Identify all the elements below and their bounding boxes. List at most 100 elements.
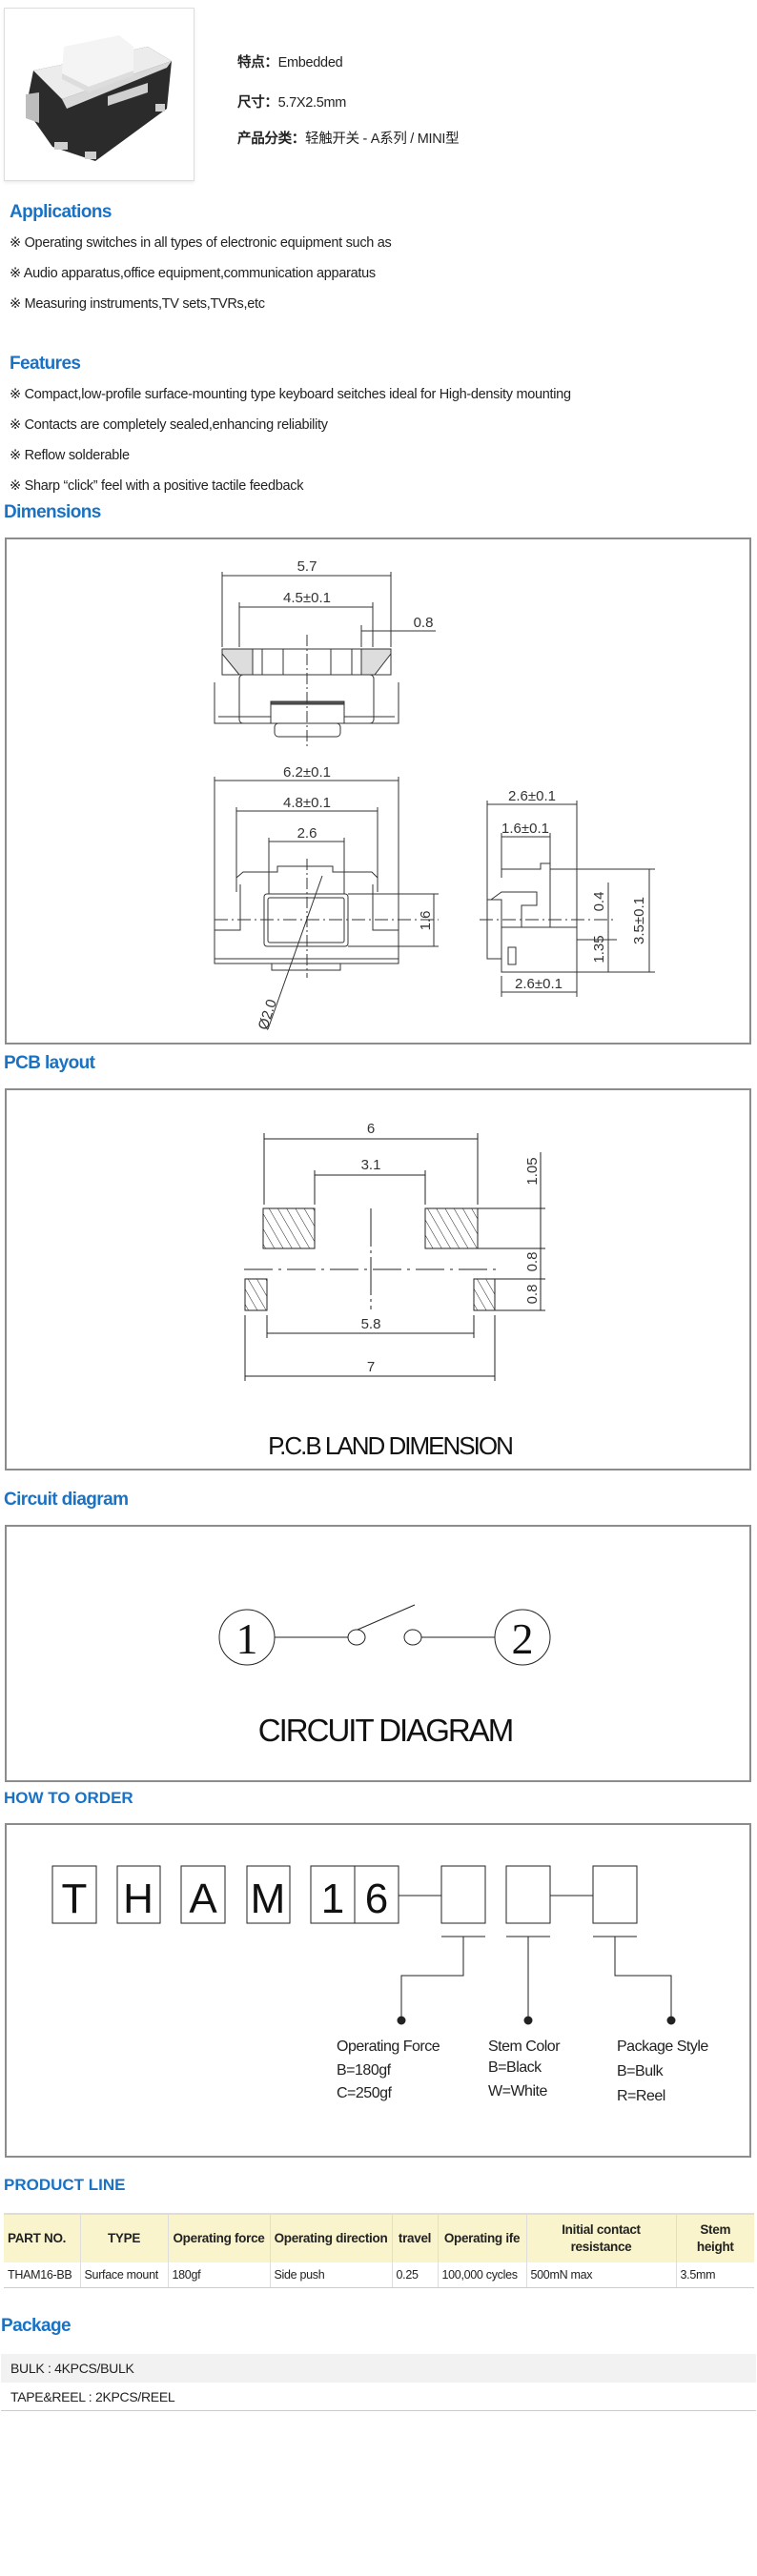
option-value: W=White bbox=[488, 2083, 547, 2099]
package-row-reel: TAPE&REEL : 2KPCS/REEL bbox=[1, 2383, 756, 2411]
pin-1-label: 1 bbox=[236, 1614, 258, 1663]
spec-size: 尺寸：5.7X2.5mm bbox=[237, 91, 346, 112]
pad bbox=[473, 1278, 496, 1311]
option-value: R=Reel bbox=[617, 2088, 665, 2104]
dim-label: 5.7 bbox=[297, 558, 317, 575]
col-header: Operating ife bbox=[437, 2213, 526, 2262]
list-item: ※ Reflow solderable bbox=[10, 448, 130, 463]
spec-value: 轻触开关 - A系列 / MINI型 bbox=[305, 132, 460, 147]
part-char: 1 bbox=[321, 1876, 344, 1922]
pcb-heading: PCB layout bbox=[4, 1053, 95, 1073]
dim-label: 2.6±0.1 bbox=[515, 976, 563, 992]
cell: 0.25 bbox=[391, 2262, 438, 2288]
dim-label: 1.6±0.1 bbox=[501, 821, 549, 837]
col-header: Initial contact resistance bbox=[525, 2213, 676, 2262]
option-title: Operating Force bbox=[337, 2038, 440, 2055]
list-item: ※ Sharp “click” feel with a positive tac… bbox=[10, 478, 304, 494]
package-heading: Package bbox=[1, 2316, 72, 2336]
dim-label: 3.5±0.1 bbox=[631, 897, 647, 944]
dim-label: 1.05 bbox=[524, 1157, 541, 1185]
pad bbox=[424, 1207, 479, 1249]
product-line-heading: PRODUCT LINE bbox=[4, 2176, 126, 2194]
cell: 500mN max bbox=[525, 2262, 676, 2288]
dim-label: 0.8 bbox=[524, 1285, 541, 1305]
pcb-caption: P.C.B LAND DIMENSION bbox=[268, 1431, 512, 1460]
dim-label: 2.6±0.1 bbox=[508, 788, 556, 804]
option-value: C=250gf bbox=[337, 2085, 392, 2101]
part-char: H bbox=[123, 1876, 153, 1922]
package-row-bulk: BULK : 4KPCS/BULK bbox=[1, 2354, 756, 2383]
spec-value: 5.7X2.5mm bbox=[277, 95, 347, 111]
part-char: M bbox=[251, 1876, 286, 1922]
list-item: ※ Compact,low-profile surface-mounting t… bbox=[10, 387, 571, 402]
option-value: B=Bulk bbox=[617, 2063, 665, 2079]
dimensions-drawing: 5.7 4.5±0.1 0.8 6.2±0.1 4.8±0.1 2.6 1.6 bbox=[5, 538, 751, 1045]
col-header: travel bbox=[391, 2213, 438, 2262]
dim-label: 6 bbox=[367, 1121, 375, 1137]
features-heading: Features bbox=[10, 354, 81, 374]
col-header: PART NO. bbox=[4, 2213, 80, 2262]
list-item: ※ Operating switches in all types of ele… bbox=[10, 235, 392, 251]
spec-label: 尺寸： bbox=[237, 95, 278, 111]
option-title: Package Style bbox=[617, 2038, 708, 2055]
spec-value: Embedded bbox=[277, 55, 343, 71]
part-char: T bbox=[62, 1876, 88, 1922]
spec-label: 特点： bbox=[237, 55, 278, 71]
tact-switch-photo bbox=[26, 35, 172, 161]
dim-label: 0.8 bbox=[524, 1252, 541, 1272]
dim-label: 1.6 bbox=[418, 911, 434, 931]
cell: THAM16-BB bbox=[4, 2262, 80, 2288]
circuit-heading: Circuit diagram bbox=[4, 1490, 129, 1510]
circuit-caption: CIRCUIT DIAGRAM bbox=[258, 1713, 512, 1748]
table-header-row: PART NO. TYPE Operating force Operating … bbox=[4, 2213, 754, 2262]
dim-label: 1.35 bbox=[591, 935, 607, 963]
table-row: THAM16-BB Surface mount 180gf Side push … bbox=[4, 2262, 754, 2288]
col-header: Operating direction bbox=[269, 2213, 392, 2262]
cell: 180gf bbox=[167, 2262, 270, 2288]
dim-label: 6.2±0.1 bbox=[283, 764, 331, 781]
list-item: ※ Contacts are completely sealed,enhanci… bbox=[10, 417, 328, 433]
pad bbox=[262, 1207, 316, 1249]
product-line-table: PART NO. TYPE Operating force Operating … bbox=[4, 2213, 754, 2288]
option-box-color bbox=[505, 1865, 551, 1924]
dim-label: 0.8 bbox=[414, 615, 434, 631]
list-item: ※ Measuring instruments,TV sets,TVRs,etc bbox=[10, 296, 265, 312]
dim-label: 3.1 bbox=[361, 1157, 381, 1173]
side-view bbox=[480, 801, 655, 997]
order-heading: HOW TO ORDER bbox=[4, 1789, 133, 1807]
dim-label: Ø2.0 bbox=[256, 998, 280, 1032]
dim-label: 4.5±0.1 bbox=[283, 590, 331, 606]
pad bbox=[244, 1278, 268, 1311]
order-drawing: T H A M 1 6 Operating Force B=180gf C=25… bbox=[5, 1823, 751, 2158]
spec-feature: 特点：Embedded bbox=[237, 51, 343, 71]
option-value: B=180gf bbox=[337, 2062, 392, 2079]
part-char: A bbox=[189, 1876, 217, 1922]
pin-2-label: 2 bbox=[512, 1614, 534, 1663]
top-view bbox=[214, 572, 436, 746]
front-view bbox=[214, 777, 439, 1030]
spec-category: 产品分类：轻触开关 - A系列 / MINI型 bbox=[237, 128, 460, 148]
col-header: Stem height bbox=[675, 2213, 754, 2262]
applications-heading: Applications bbox=[10, 202, 112, 222]
pcb-drawing: 6 3.1 5.8 7 1.05 0.8 0.8 P.C.B LAND DIME… bbox=[5, 1088, 751, 1471]
list-item: ※ Audio apparatus,office equipment,commu… bbox=[10, 266, 376, 281]
cell: Side push bbox=[269, 2262, 392, 2288]
circuit-drawing: 1 2 CIRCUIT DIAGRAM bbox=[5, 1525, 751, 1782]
cell: 100,000 cycles bbox=[437, 2262, 526, 2288]
option-box-package bbox=[592, 1865, 638, 1924]
option-value: B=Black bbox=[488, 2059, 542, 2076]
cell: Surface mount bbox=[79, 2262, 168, 2288]
part-char: 6 bbox=[365, 1876, 388, 1922]
col-header: TYPE bbox=[79, 2213, 168, 2262]
col-header: Operating force bbox=[167, 2213, 270, 2262]
dim-label: 7 bbox=[367, 1359, 375, 1375]
cell: 3.5mm bbox=[675, 2262, 754, 2288]
dim-label: 2.6 bbox=[297, 825, 317, 842]
dim-label: 0.4 bbox=[591, 892, 607, 912]
spec-label: 产品分类： bbox=[237, 132, 305, 147]
dim-label: 5.8 bbox=[361, 1316, 381, 1332]
option-box-force bbox=[440, 1865, 486, 1924]
product-image bbox=[4, 8, 194, 181]
dim-label: 4.8±0.1 bbox=[283, 795, 331, 811]
option-title: Stem Color bbox=[488, 2038, 561, 2055]
